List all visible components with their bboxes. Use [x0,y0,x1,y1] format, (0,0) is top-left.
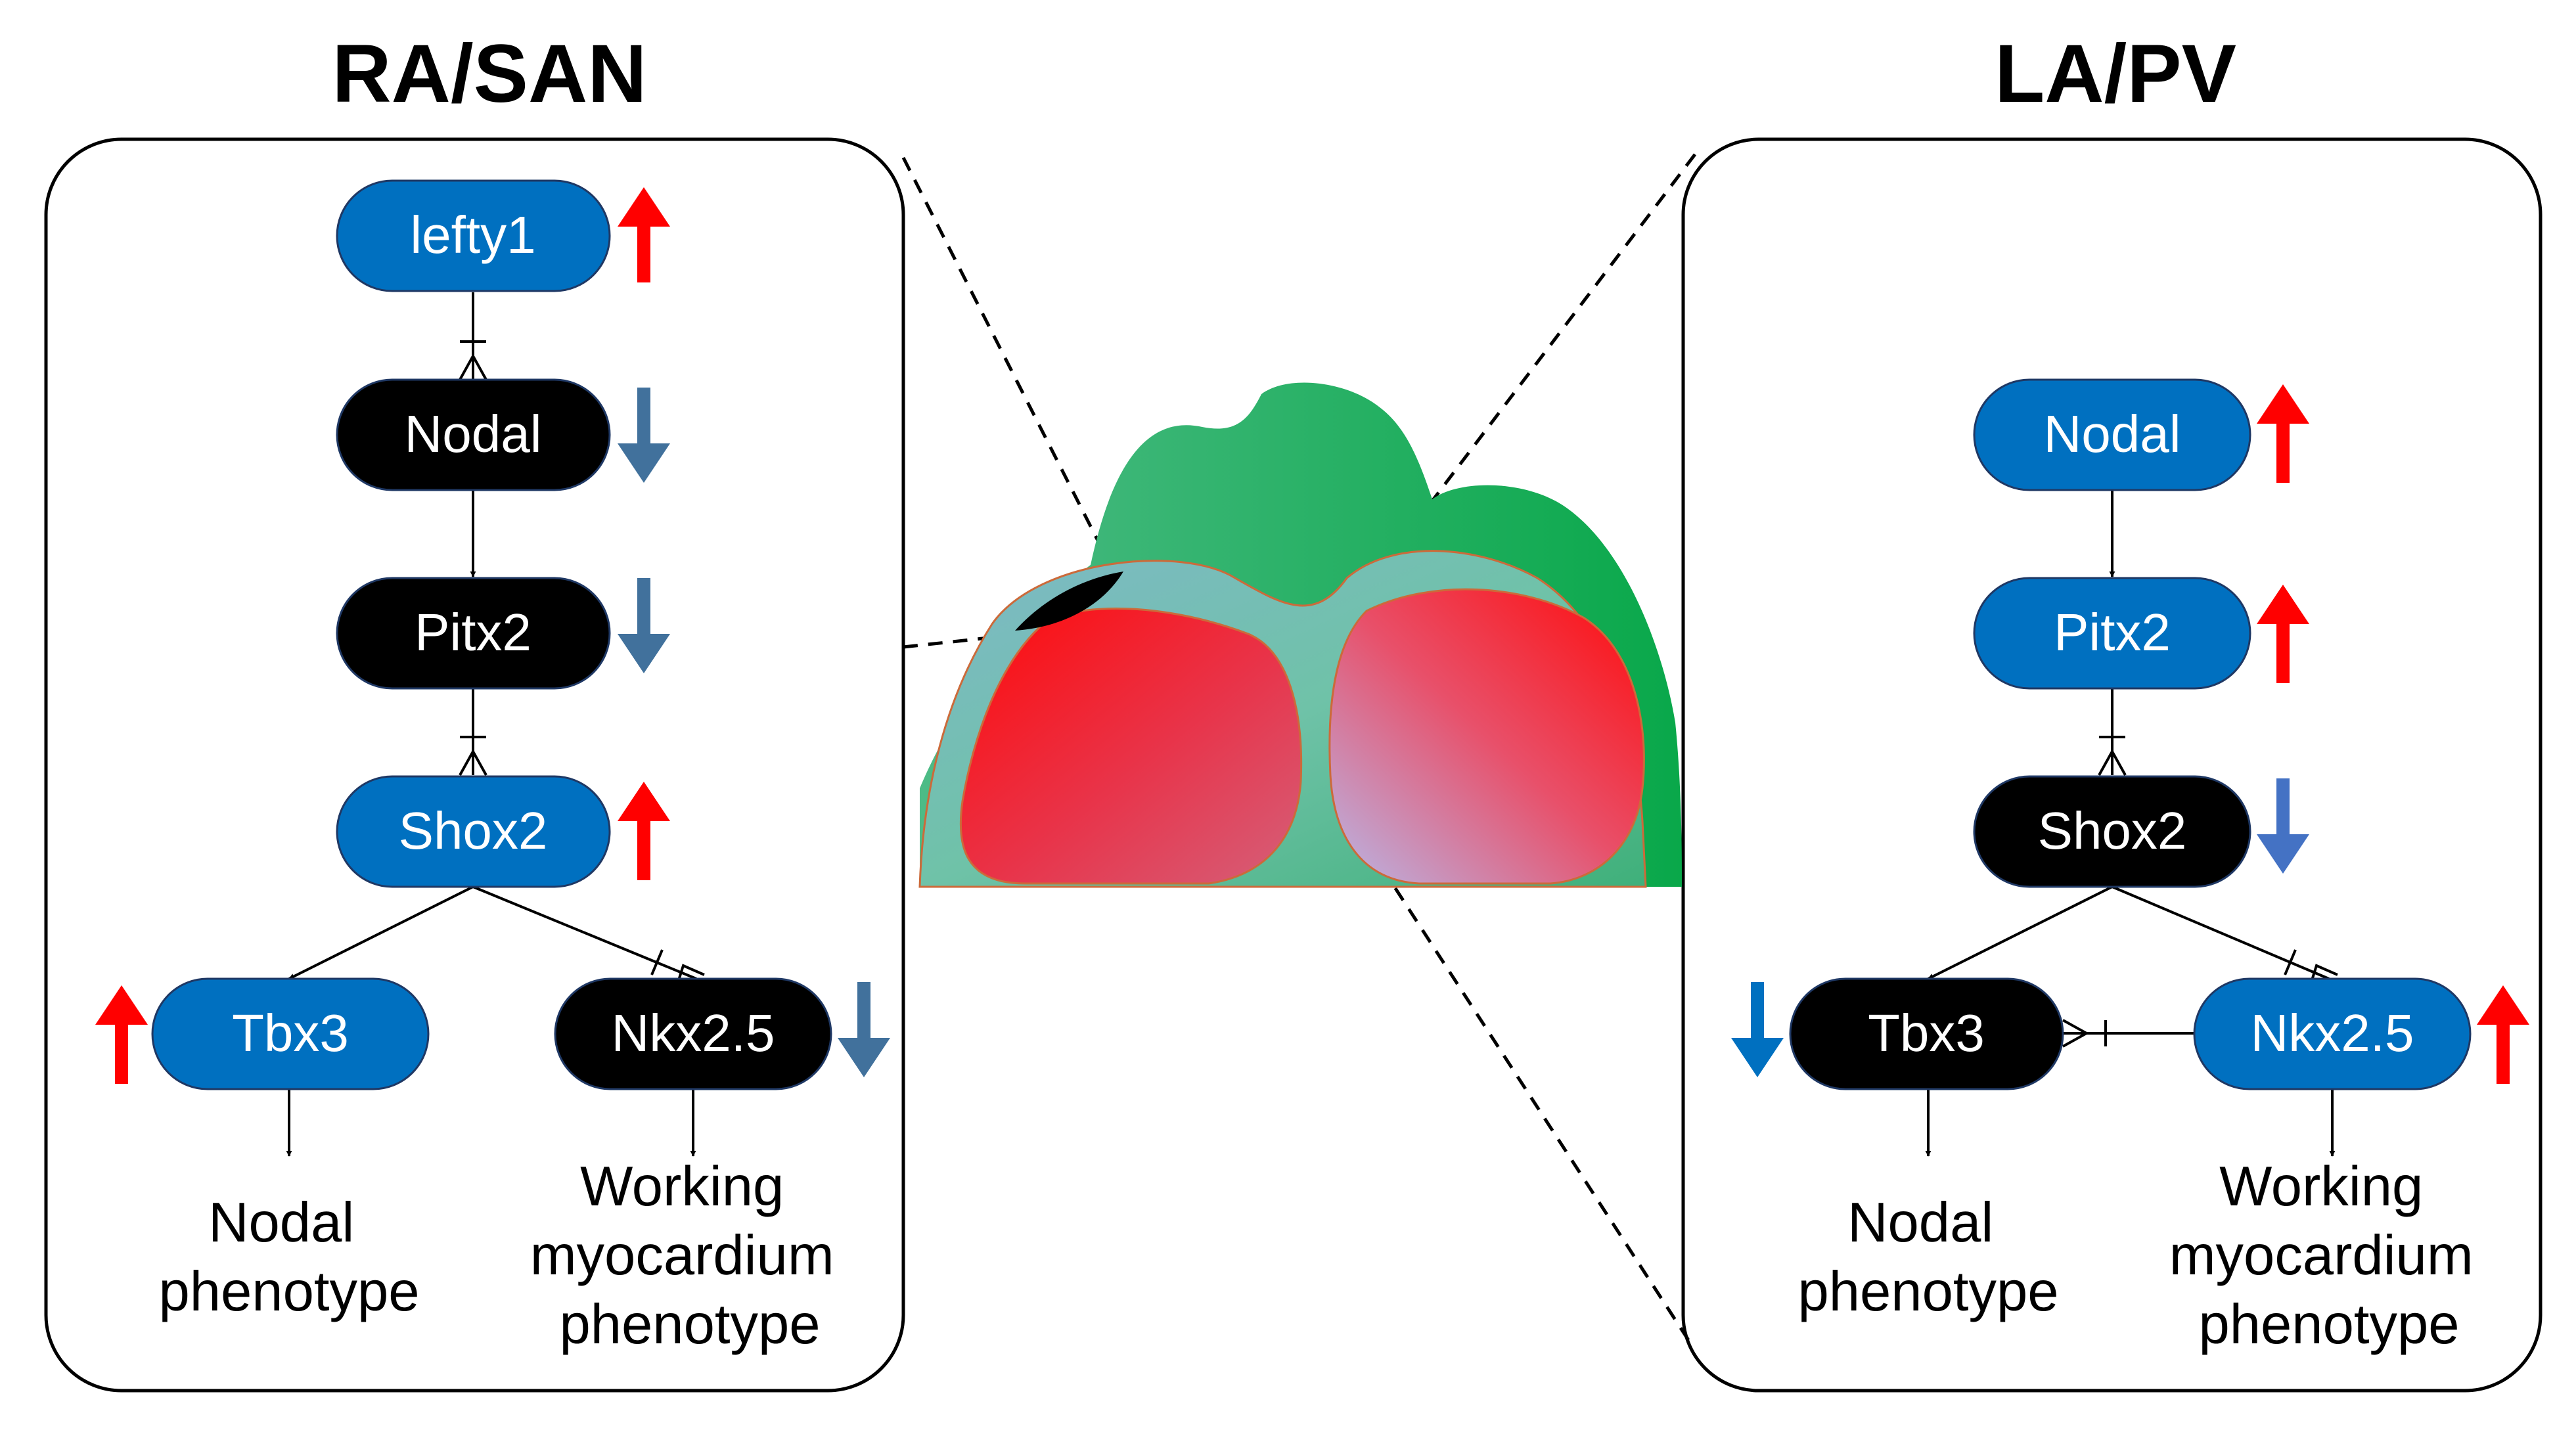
svg-text:Nkx2.5: Nkx2.5 [612,1004,775,1062]
svg-text:Tbx3: Tbx3 [1868,1004,1985,1062]
svg-text:Pitx2: Pitx2 [415,603,531,661]
left-arrow-down-nodal [618,388,670,483]
heart-illustration [918,382,1682,888]
right-arrow-up-pitx2 [2257,585,2309,683]
right-edge-shox2-nkx25 [2112,885,2330,980]
right-arrow-up-nodal [2257,384,2309,483]
left-arrow-up-shox2 [618,782,670,880]
svg-text:Nkx2.5: Nkx2.5 [2251,1004,2414,1062]
left-arrow-up-tbx3 [95,985,148,1084]
right-atrium-chamber [959,607,1303,885]
right-node-tbx3: Tbx3 [1789,977,2064,1090]
left-arrow-down-nkx25 [838,982,890,1077]
left-node-shox2: Shox2 [336,775,611,888]
right-node-pitx2: Pitx2 [1973,577,2251,690]
zoom-line-right-bottom [1371,853,1690,1341]
left-node-pitx2: Pitx2 [336,577,611,690]
left-node-tbx3: Tbx3 [151,977,430,1090]
zoom-line-left-top [901,156,1119,579]
svg-text:Nodal: Nodal [404,405,541,463]
svg-text:Pitx2: Pitx2 [2054,603,2171,661]
right-node-nodal: Nodal [1973,378,2251,491]
right-phenotype-working: Working myocardium phenotype [2169,1155,2489,1356]
right-phenotype-nodal: Nodal phenotype [1797,1192,2058,1323]
left-arrow-up-lefty1 [618,187,670,282]
right-node-shox2: Shox2 [1973,775,2251,888]
svg-text:Shox2: Shox2 [399,801,548,860]
right-arrow-up-nkx25 [2477,985,2529,1084]
right-panel-title: LA/PV [1995,28,2236,120]
svg-text:Nodal: Nodal [2043,405,2181,463]
left-connectors [286,292,705,1157]
left-node-nodal: Nodal [336,378,611,491]
right-edge-shox2-tbx3 [1928,885,2113,980]
right-connectors [1925,489,2338,1157]
svg-text:Tbx3: Tbx3 [232,1004,349,1062]
left-arrow-down-pitx2 [618,578,670,673]
left-edge-shox2-tbx3 [288,885,474,980]
left-atrium-chamber [1328,588,1645,885]
right-arrow-down-shox2 [2257,778,2309,874]
sinoatrial-node-mark [1015,571,1123,631]
left-edge-shox2-nkx25 [472,885,697,980]
left-phenotype-working: Working myocardium phenotype [530,1155,850,1356]
right-arrow-down-tbx3 [1731,982,1784,1077]
left-phenotype-nodal: Nodal phenotype [158,1192,419,1323]
svg-text:Shox2: Shox2 [2038,801,2187,860]
svg-text:lefty1: lefty1 [410,206,535,264]
right-node-nkx25: Nkx2.5 [2193,977,2472,1090]
left-node-lefty1: lefty1 [336,179,611,292]
left-panel-title: RA/SAN [332,28,646,120]
left-node-nkx25: Nkx2.5 [554,977,832,1090]
